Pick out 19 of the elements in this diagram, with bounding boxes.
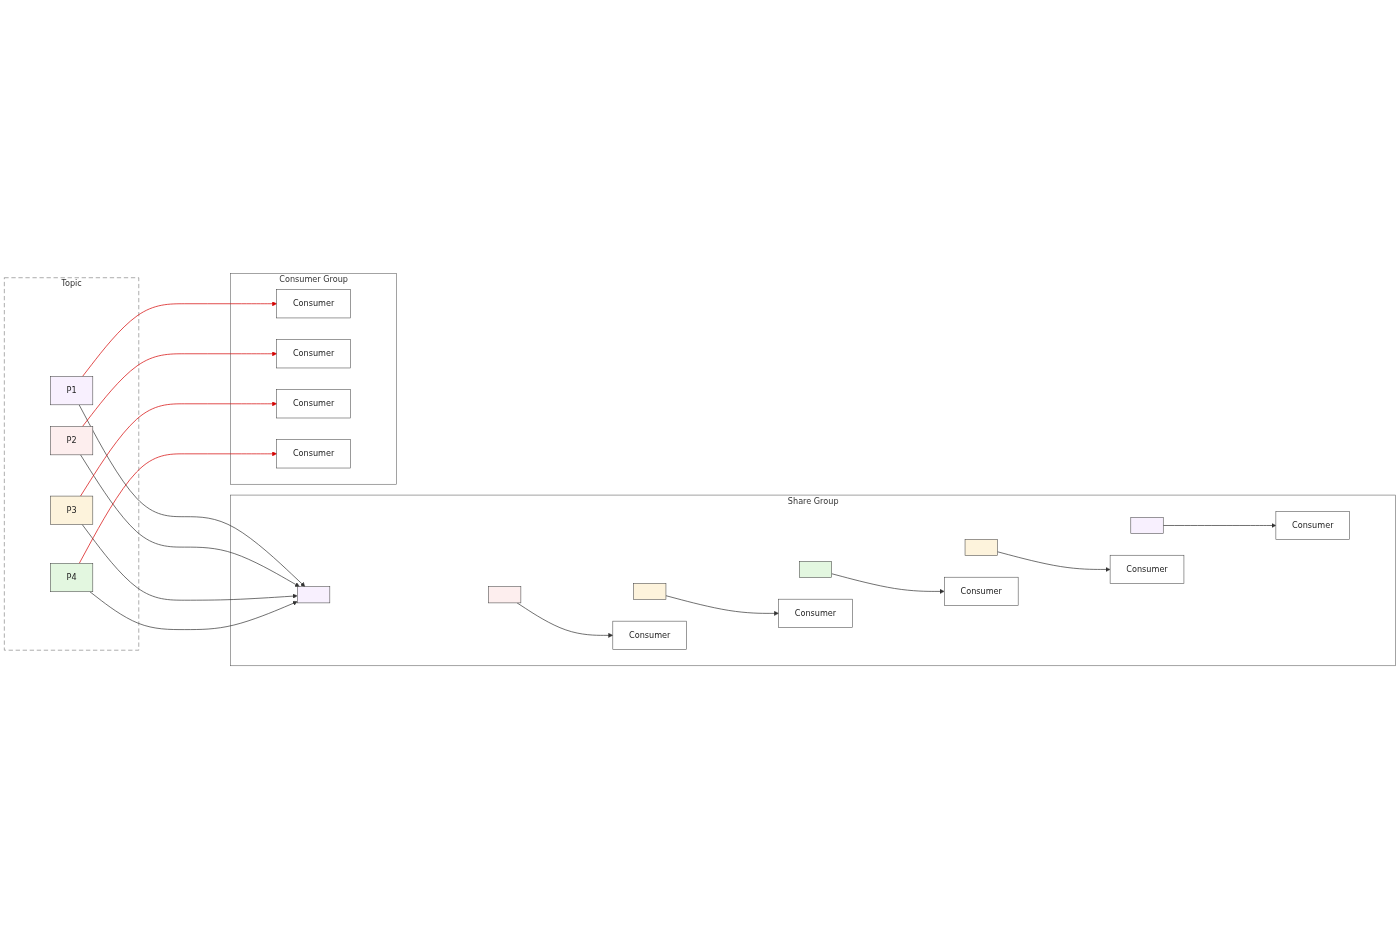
- node-box: Consumer: [778, 599, 853, 629]
- node-box: [799, 561, 832, 579]
- node-box: Consumer: [1275, 511, 1350, 541]
- node-box: [488, 586, 522, 604]
- node-box: Consumer: [276, 439, 351, 469]
- node-box: Consumer: [276, 339, 351, 369]
- node-box: [633, 583, 667, 601]
- node-box: P4: [50, 563, 94, 593]
- node-box: P2: [50, 426, 94, 456]
- node-box: Consumer: [944, 577, 1019, 607]
- node-box: Consumer: [276, 289, 351, 319]
- node-box: [964, 539, 998, 557]
- node-box: [297, 586, 331, 604]
- node-box: P1: [50, 376, 94, 406]
- node-box: [1130, 517, 1164, 535]
- node-box: P3: [50, 496, 94, 526]
- node-box: Consumer: [612, 621, 687, 651]
- node-box: Consumer: [276, 389, 351, 419]
- node-box: Consumer: [1109, 555, 1185, 585]
